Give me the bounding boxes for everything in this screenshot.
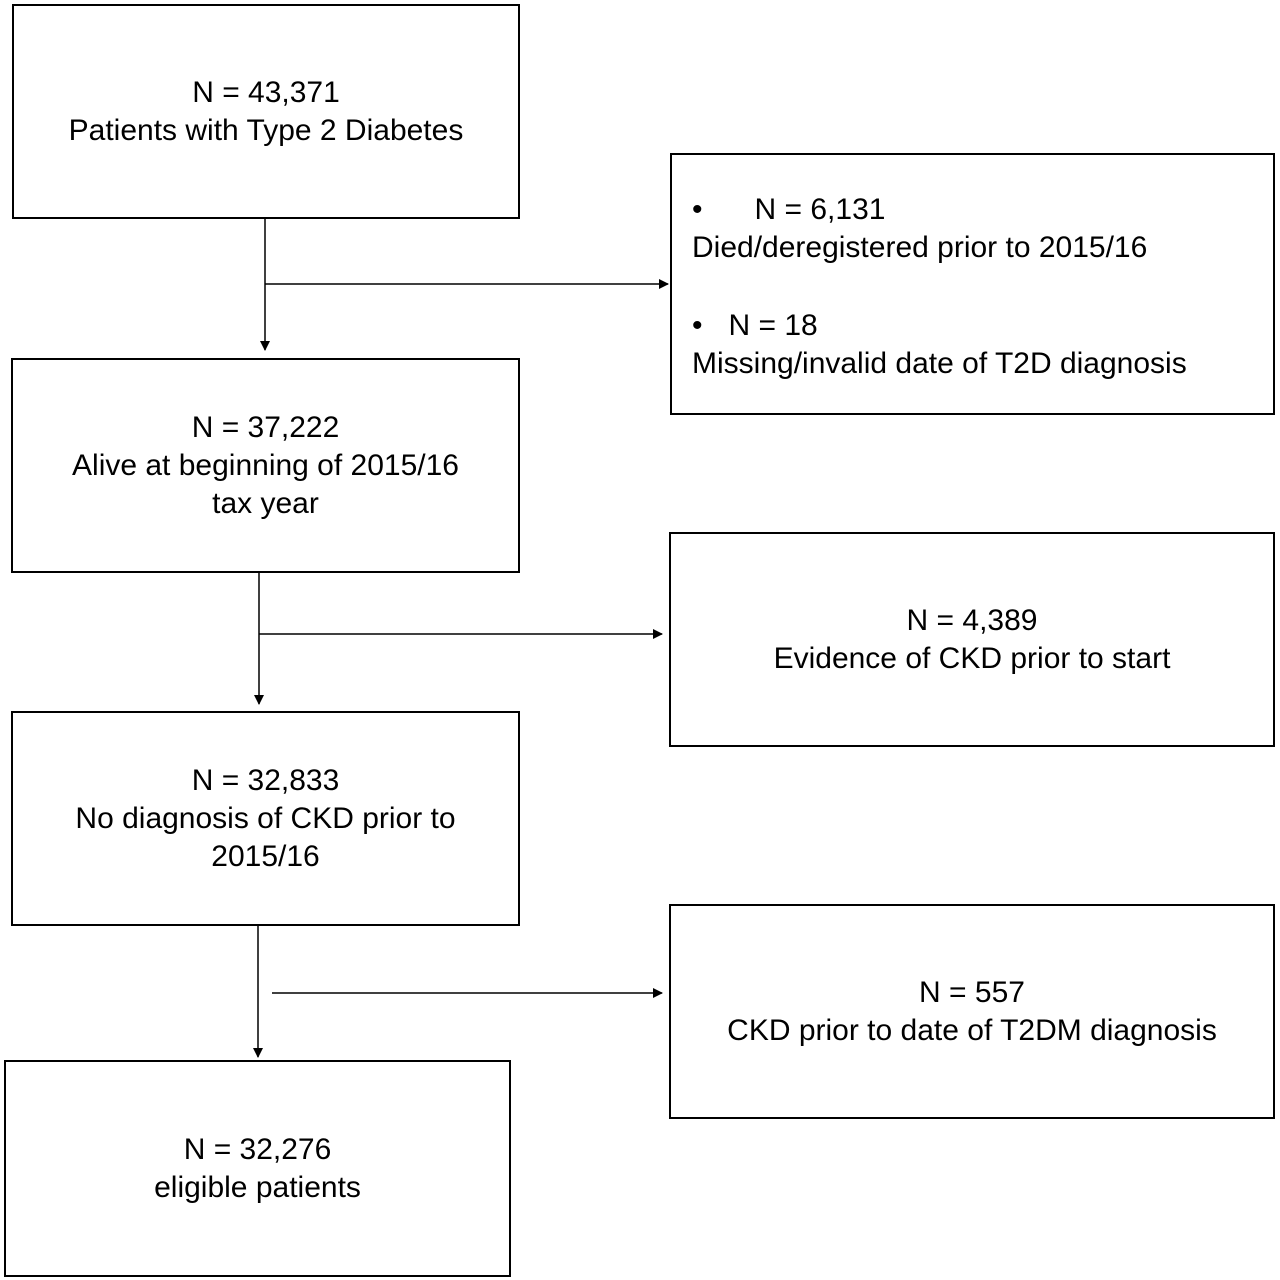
step3-count: N = 32,833 (191, 763, 340, 797)
exclusion3-description: CKD prior to date of T2DM diagnosis (727, 1013, 1217, 1047)
exclusion1-box: • N = 6,131 Died/deregistered prior to 2… (670, 153, 1275, 415)
exclusion3-box: N = 557 CKD prior to date of T2DM diagno… (669, 904, 1275, 1119)
exclusion1-item1-header: • N = 6,131 (692, 191, 1273, 229)
bullet-icon: • (692, 309, 703, 342)
step2-count: N = 37,222 (191, 410, 340, 444)
step1-box: N = 43,371 Patients with Type 2 Diabetes (12, 4, 520, 219)
exclusion2-box: N = 4,389 Evidence of CKD prior to start (669, 532, 1275, 747)
exclusion1-item1-count: N = 6,131 (754, 193, 886, 226)
exclusion2-description: Evidence of CKD prior to start (773, 641, 1171, 675)
exclusion1-item: • N = 18 Missing/invalid date of T2D dia… (692, 307, 1273, 383)
step3-box: N = 32,833 No diagnosis of CKD prior to … (11, 711, 520, 926)
step4-box: N = 32,276 eligible patients (4, 1060, 511, 1277)
step2-box: N = 37,222 Alive at beginning of 2015/16… (11, 358, 520, 573)
exclusion3-count: N = 557 (919, 975, 1025, 1009)
step3-description-line1: No diagnosis of CKD prior to (75, 801, 456, 835)
exclusion1-item: • N = 6,131 Died/deregistered prior to 2… (692, 191, 1273, 267)
step4-count: N = 32,276 (183, 1132, 332, 1166)
step1-count: N = 43,371 (192, 75, 340, 109)
step2-description-line1: Alive at beginning of 2015/16 (72, 448, 459, 482)
exclusion1-item2-header: • N = 18 (692, 307, 1273, 345)
bullet-icon: • (692, 193, 703, 226)
exclusion1-item1-description: Died/deregistered prior to 2015/16 (692, 231, 1148, 264)
exclusion2-count: N = 4,389 (906, 603, 1038, 637)
step2-description-line2: tax year (212, 486, 319, 520)
exclusion1-item2-description: Missing/invalid date of T2D diagnosis (692, 347, 1187, 380)
step1-description: Patients with Type 2 Diabetes (68, 113, 464, 147)
step4-description: eligible patients (154, 1170, 361, 1204)
exclusion1-item2-count: N = 18 (728, 309, 818, 342)
step3-description-line2: 2015/16 (211, 839, 320, 873)
